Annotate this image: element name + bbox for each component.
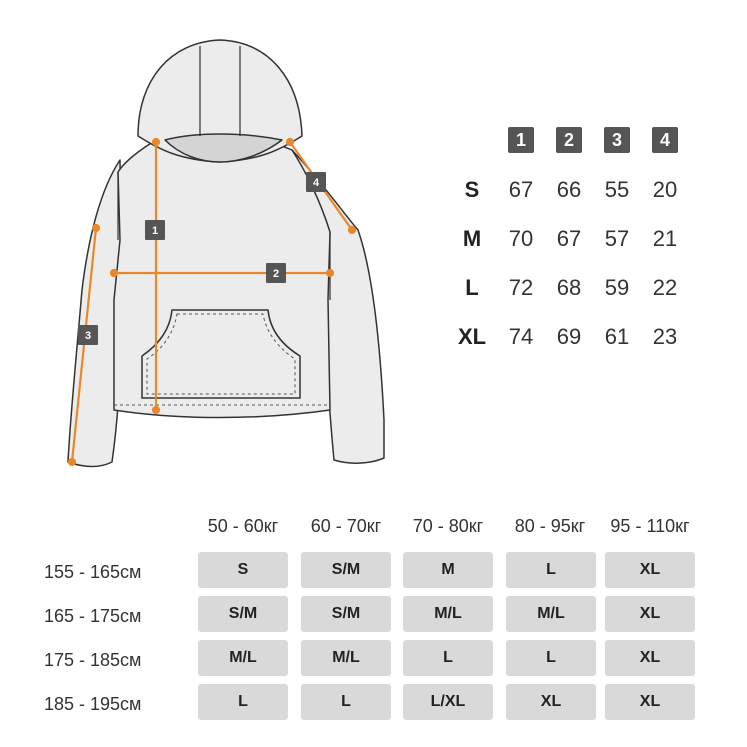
size-cell: XL [605, 640, 695, 676]
weight-header: 70 - 80кг [412, 516, 484, 536]
measure-value: 70 [508, 226, 534, 251]
svg-text:2: 2 [273, 268, 279, 280]
left-sleeve [67, 159, 123, 468]
column-badge-1: 1 [508, 127, 534, 153]
hoodie-diagram: 1 2 3 4 [67, 39, 385, 468]
column-badge-3: 3 [604, 127, 630, 153]
size-cell: XL [506, 684, 596, 720]
weight-header: 50 - 60кг [207, 516, 279, 536]
weight-header: 95 - 110кг [610, 516, 690, 536]
measure-value: 68 [556, 275, 582, 300]
weight-header: 60 - 70кг [310, 516, 382, 536]
size-cell: L [301, 684, 391, 720]
measure-value: 21 [652, 226, 678, 251]
size-cell: L [506, 640, 596, 676]
size-cell: XL [605, 596, 695, 632]
size-cell: S/M [198, 596, 288, 632]
measure-value: 61 [604, 324, 630, 349]
size-label-l: L [465, 275, 479, 300]
column-badge-2: 2 [556, 127, 582, 153]
size-cell: S/M [301, 552, 391, 588]
size-cell: M [403, 552, 493, 588]
size-cell: M/L [506, 596, 596, 632]
measure-value: 74 [508, 324, 534, 349]
measure-value: 67 [508, 177, 534, 202]
size-label-m: M [462, 226, 482, 251]
height-label: 185 - 195см [44, 694, 142, 714]
marker-4: 4 [306, 172, 326, 192]
measure-value: 55 [604, 177, 630, 202]
svg-text:1: 1 [152, 225, 158, 237]
marker-2: 2 [266, 263, 286, 283]
size-cell: XL [605, 552, 695, 588]
size-cell: M/L [198, 640, 288, 676]
size-cell: S/M [301, 596, 391, 632]
kangaroo-pocket [141, 309, 301, 399]
measure-value: 20 [652, 177, 678, 202]
measure-value: 66 [556, 177, 582, 202]
height-label: 165 - 175см [44, 606, 142, 626]
size-label-xl: XL [457, 324, 487, 349]
size-cell: L [198, 684, 288, 720]
measure-value: 22 [652, 275, 678, 300]
size-cell: L [506, 552, 596, 588]
svg-text:3: 3 [85, 330, 91, 342]
marker-3: 3 [78, 325, 98, 345]
weight-header: 80 - 95кг [514, 516, 586, 536]
height-label: 175 - 185см [44, 650, 142, 670]
svg-text:4: 4 [313, 177, 320, 189]
size-cell: L [403, 640, 493, 676]
measure-value: 59 [604, 275, 630, 300]
marker-1: 1 [145, 220, 165, 240]
column-badge-4: 4 [652, 127, 678, 153]
measure-value: 69 [556, 324, 582, 349]
measure-value: 23 [652, 324, 678, 349]
hood-opening [164, 133, 283, 163]
size-cell: L/XL [403, 684, 493, 720]
measure-value: 67 [556, 226, 582, 251]
size-label-s: S [464, 177, 480, 202]
size-cell: S [198, 552, 288, 588]
size-cell: M/L [403, 596, 493, 632]
measure-value: 72 [508, 275, 534, 300]
size-cell: XL [605, 684, 695, 720]
size-cell: M/L [301, 640, 391, 676]
measure-value: 57 [604, 226, 630, 251]
height-label: 155 - 165см [44, 562, 142, 582]
